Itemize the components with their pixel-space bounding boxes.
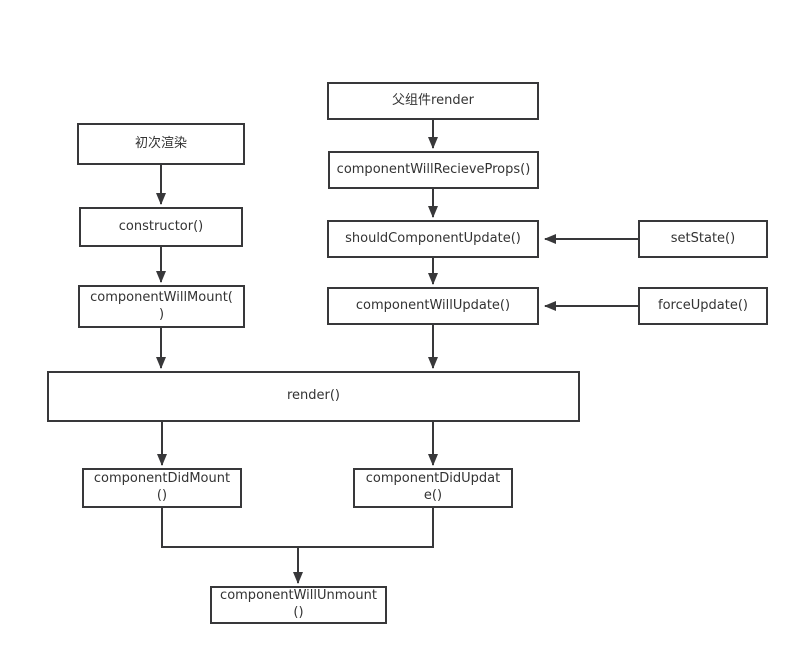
- node-label-line2: e(): [423, 488, 443, 503]
- merge-connector: [161, 508, 434, 548]
- node-label-line1: componentWillMount(: [90, 289, 233, 305]
- node-label: render(): [286, 388, 341, 404]
- node-label: 初次渲染: [134, 135, 187, 151]
- node-forceupdate: forceUpdate(): [638, 287, 768, 325]
- node-componentwillrecieveprops: componentWillRecieveProps(): [328, 151, 539, 189]
- node-label: constructor(): [118, 218, 204, 234]
- node-label: forceUpdate(): [658, 297, 748, 313]
- node-setstate: setState(): [638, 220, 768, 258]
- node-shouldcomponentupdate: shouldComponentUpdate(): [327, 220, 539, 258]
- node-label-line1: componentDidUpdat: [365, 471, 501, 487]
- node-label-line2: ): [158, 306, 165, 322]
- node-render: render(): [47, 371, 580, 422]
- node-label-line2: (): [293, 605, 304, 620]
- node-label-line1: componentDidMount: [93, 471, 231, 487]
- node-componentwillupdate: componentWillUpdate(): [327, 287, 539, 325]
- node-componentdidmount: componentDidMount (): [82, 468, 242, 508]
- node-label: setState(): [670, 230, 736, 246]
- node-parent-render: 父组件render: [327, 82, 539, 120]
- node-label: componentWillUpdate(): [355, 297, 511, 313]
- node-initial-render: 初次渲染: [77, 123, 245, 165]
- node-label: 父组件render: [392, 92, 474, 108]
- node-componentwillmount: componentWillMount( ): [78, 285, 245, 328]
- node-componentwillunmount: componentWillUnmount (): [210, 586, 387, 624]
- node-label-line1: componentWillUnmount: [220, 588, 377, 604]
- node-label: shouldComponentUpdate(): [345, 230, 521, 246]
- node-componentdidupdate: componentDidUpdat e(): [353, 468, 513, 508]
- node-constructor: constructor(): [79, 207, 243, 247]
- node-label: componentWillRecieveProps(): [336, 161, 531, 177]
- node-label-line2: (): [156, 488, 168, 503]
